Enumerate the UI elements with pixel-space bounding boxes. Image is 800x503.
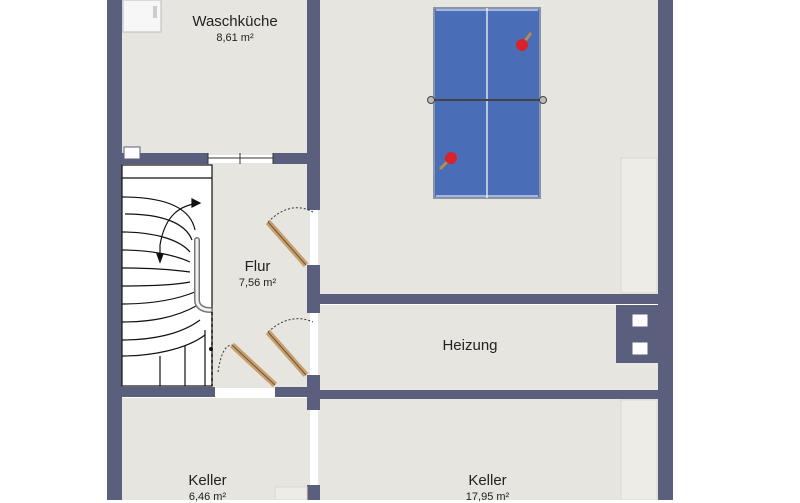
room-area: 8,61 m² xyxy=(216,32,254,44)
wall-waschkueche-a xyxy=(122,153,208,164)
radiator-hobby xyxy=(620,157,658,294)
shafts xyxy=(123,146,649,356)
room-name: Heizung xyxy=(442,337,498,354)
wall-waschkueche-b xyxy=(273,153,309,164)
wall-outer-right xyxy=(658,0,673,500)
room-name: Flur xyxy=(244,258,271,275)
room-label-keller-right: Keller 17,95 m² xyxy=(440,472,535,503)
room-area: 17,95 m² xyxy=(465,491,510,503)
shaft-heizung-b xyxy=(631,341,649,356)
room-area: 7,56 m² xyxy=(238,277,277,289)
wall-heizung-top xyxy=(318,294,660,304)
wall-center-mid xyxy=(307,265,320,313)
window-waschkueche xyxy=(207,153,274,164)
room-area: 6,46 m² xyxy=(188,491,227,503)
paddle-bottom xyxy=(438,152,457,171)
shaft-flur xyxy=(123,146,141,160)
door-hobby xyxy=(265,207,314,267)
room-label-flur: Flur 7,56 m² xyxy=(220,258,295,289)
radiators xyxy=(274,157,658,500)
shaft-heizung-a xyxy=(631,313,649,328)
floor-heizung xyxy=(318,305,660,390)
room-name: Waschküche xyxy=(192,13,278,30)
cabinet-keller-left xyxy=(274,486,308,500)
floor-keller-right xyxy=(318,398,660,500)
wall-flur-bottom-a xyxy=(122,387,215,397)
door-heizung xyxy=(265,318,314,377)
door-keller xyxy=(217,342,278,388)
room-label-keller-left: Keller 6,46 m² xyxy=(170,472,245,503)
floor-keller-left xyxy=(120,398,310,500)
wall-center-lower xyxy=(307,375,320,410)
washing-machine xyxy=(122,0,162,33)
room-name: Keller xyxy=(188,472,227,489)
wall-outer-left xyxy=(107,0,122,500)
table-tennis-table xyxy=(427,7,547,199)
room-label-heizung: Heizung xyxy=(420,337,520,354)
walls xyxy=(107,0,673,500)
wall-center-upper xyxy=(307,0,320,210)
room-label-waschkueche: Waschküche 8,61 m² xyxy=(180,13,290,44)
radiator-keller xyxy=(620,399,658,500)
wall-heizung-bottom xyxy=(318,390,660,399)
wall-flur-bottom-b xyxy=(275,387,309,397)
wall-center-bottom xyxy=(307,485,320,500)
room-name: Keller xyxy=(468,472,507,489)
doors xyxy=(217,207,314,388)
paddle-top xyxy=(516,32,533,51)
